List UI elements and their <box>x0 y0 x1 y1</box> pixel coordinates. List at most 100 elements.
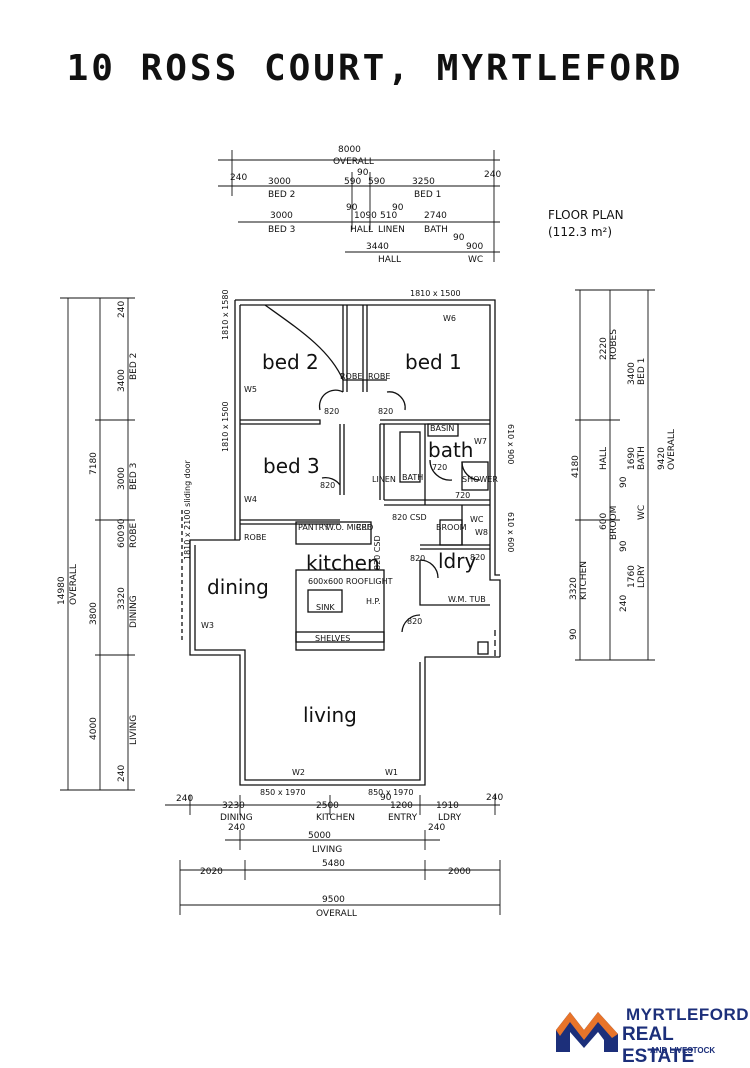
dim-bottom-r1-4: 1200 <box>390 801 413 811</box>
dim-top-r1-2: 90 <box>357 168 369 178</box>
dim-right-p0: 2220 <box>599 337 609 360</box>
window-w6-size: 1810 x 1500 <box>410 289 461 298</box>
dim-right-overall: 9420 <box>657 447 667 470</box>
door-bath <box>429 459 453 481</box>
dim-top-r1-4: 590 <box>368 177 385 187</box>
dim-right-overall-label: OVERALL <box>667 429 677 470</box>
logo-line-1: MYRTLEFORD <box>626 1005 750 1024</box>
window-w8: W8 <box>475 528 488 537</box>
dim-left-label-3: DINING <box>129 595 139 628</box>
kitchen-island <box>295 569 385 651</box>
mountain-logo-icon <box>556 1012 618 1052</box>
label-shelves: SHELVES <box>315 634 350 643</box>
dim-right-p10: 90 <box>569 628 579 640</box>
dim-bottom-r2-0: 240 <box>228 823 245 833</box>
dim-bottom-r3-0: 2020 <box>200 867 223 877</box>
label-shower: SHOWER <box>462 475 498 484</box>
dim-top-r1-1: 3000 <box>268 177 291 187</box>
window-w6: W6 <box>443 314 456 323</box>
window-w8-size: 610 x 600 <box>506 512 515 552</box>
dim-right-label-4: WC <box>637 505 647 520</box>
window-w5: W5 <box>244 385 257 394</box>
dim-bottom-r1-label-1: KITCHEN <box>316 813 355 823</box>
door-ldry <box>419 559 439 579</box>
dim-right-label-2: HALL <box>599 447 609 470</box>
label-wc: WC <box>470 515 484 524</box>
dim-bottom-r3-1: 5480 <box>322 859 345 869</box>
dim-top-r1-5: 3250 <box>412 177 435 187</box>
wall-ldry <box>419 560 490 606</box>
outer-wall-laundry <box>489 505 501 657</box>
window-w1-size: 850 x 1970 <box>368 788 413 797</box>
right-dim-lines <box>579 290 649 660</box>
dim-bottom-r2-1: 5000 <box>308 831 331 841</box>
label-broom: BROOM <box>436 523 467 532</box>
label-robe-2: ROBE <box>368 372 390 381</box>
dim-right-p7: 1760 <box>627 565 637 588</box>
shower <box>461 461 489 491</box>
door-label-kitchen: 820 <box>410 554 425 563</box>
dim-left-p8: 240 <box>117 765 127 782</box>
dim-right-label-6: KITCHEN <box>579 561 589 600</box>
dim-left-label-2: ROBE <box>129 522 139 548</box>
dim-bottom-r1-label-3: LDRY <box>438 813 462 823</box>
dim-left-p5: 3800 <box>89 602 99 625</box>
dim-top-r3-label-0: HALL <box>378 255 401 265</box>
door-label-csd-hall: 820 CSD <box>392 513 427 522</box>
dim-right-p3: 90 <box>619 476 629 488</box>
dim-top-r3-0: 3440 <box>366 242 389 252</box>
outer-wall-left-upper <box>234 300 241 540</box>
room-bed2: bed 2 <box>262 350 319 374</box>
label-pantry: PANTRY <box>298 523 329 532</box>
walls <box>181 299 501 786</box>
dim-top-r1-label-1: BED 1 <box>414 190 441 200</box>
top-dim-lines <box>218 159 500 253</box>
door-label-wc-720: 720 <box>455 491 470 500</box>
dim-bottom-r1-label-2: ENTRY <box>388 813 418 823</box>
label-wo-micro: W.O. MICRO <box>326 523 373 532</box>
window-w2: W2 <box>292 768 305 777</box>
dim-bottom-r1-label-0: DINING <box>220 813 253 823</box>
dim-right-p8: 240 <box>619 595 629 612</box>
room-dining: dining <box>207 575 269 599</box>
label-linen: LINEN <box>372 475 396 484</box>
bathtub <box>399 431 421 483</box>
dim-bottom-overall: 9500 <box>322 895 345 905</box>
left-dim-ticks <box>60 297 135 791</box>
dim-left-p2: 3000 <box>117 467 127 490</box>
dim-left-p0: 240 <box>117 301 127 318</box>
dim-right-p4: 1690 <box>627 447 637 470</box>
dim-left-a: 7180 <box>89 452 99 475</box>
door-label-bed1: 820 <box>378 407 393 416</box>
floor-area-note: (112.3 m²) <box>548 225 612 239</box>
window-w1: W1 <box>385 768 398 777</box>
top-dim-ticks <box>231 150 495 262</box>
kitchen-cabinets <box>295 521 372 545</box>
basin <box>427 423 459 437</box>
wc-pan <box>439 519 463 546</box>
dim-right-label-0: ROBES <box>609 329 619 360</box>
dim-top-r1-0: 240 <box>230 173 247 183</box>
dim-top-r3-label-1: WC <box>468 255 483 265</box>
dim-left-p6: 3320 <box>117 587 127 610</box>
dim-bottom-r1-1: 3230 <box>222 801 245 811</box>
dim-top-overall-label: OVERALL <box>333 157 374 167</box>
dim-bottom-r1-5: 1910 <box>436 801 459 811</box>
dim-left-p3: 90 <box>117 518 127 530</box>
dim-left-overall-label: OVERALL <box>69 564 79 605</box>
window-w7-size: 610 x 900 <box>506 424 515 464</box>
label-sink: SINK <box>316 603 335 612</box>
entry-post <box>477 641 489 655</box>
dim-right-label-5: BROOM <box>609 506 619 540</box>
door-bed1 <box>386 391 406 411</box>
dim-bottom-r1-0: 240 <box>176 794 193 804</box>
window-w2-size: 850 x 1970 <box>260 788 305 797</box>
wall-hall <box>339 424 385 500</box>
outer-wall-dining <box>189 539 500 786</box>
door-label-csd-kitchen: 820 CSD <box>373 535 382 570</box>
dim-right-p6: 90 <box>619 540 629 552</box>
window-w4: W4 <box>244 495 257 504</box>
dim-top-r3-2: 900 <box>466 242 483 252</box>
dim-right-p1: 3400 <box>627 362 637 385</box>
dim-bottom-r1-3: 90 <box>380 793 392 803</box>
